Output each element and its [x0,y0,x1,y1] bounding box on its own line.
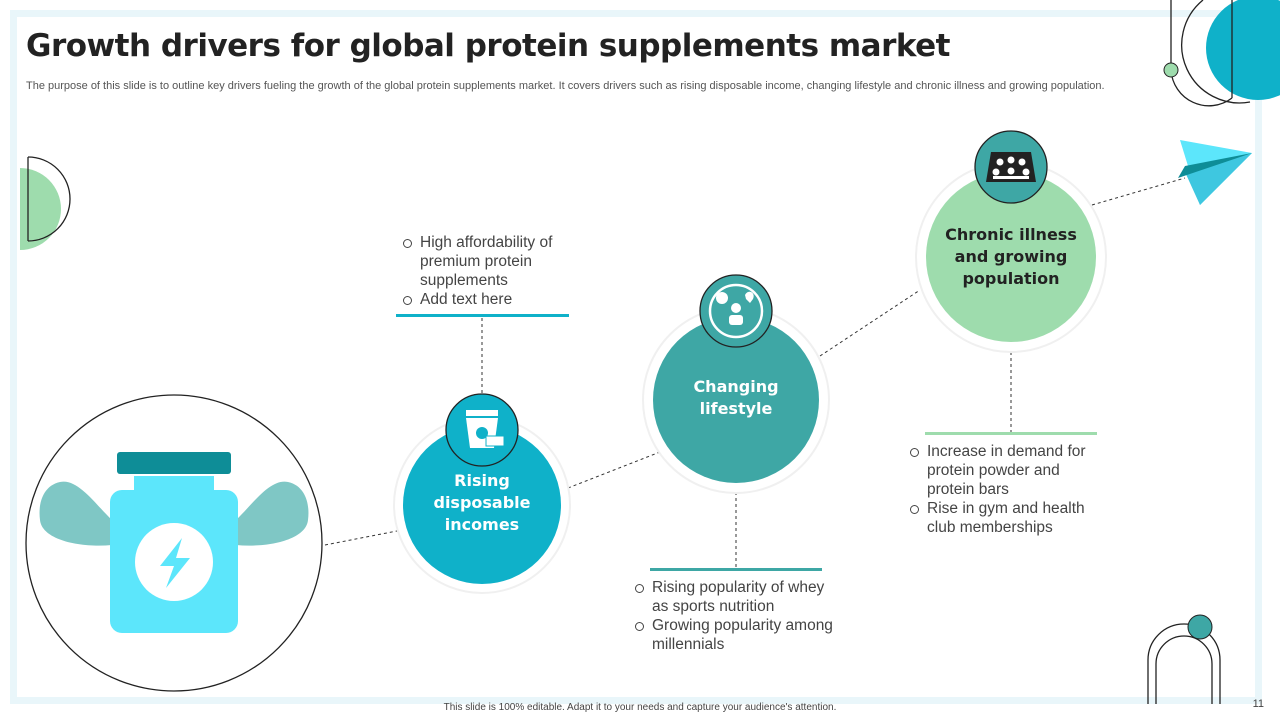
list-item: Add text here [402,290,572,309]
driver-circle-1-shape [393,416,571,594]
driver-circle-3-shape [915,161,1107,353]
protein-jar-illustration [25,394,323,692]
top-right-small-dot [1163,62,1179,78]
slide-footer: This slide is 100% editable. Adapt it to… [443,702,837,713]
driver-label-3: Chronic illness and growing population [945,225,1077,288]
paper-plane-icon [1178,140,1252,205]
list-item: Growing popularity among millennials [634,616,844,654]
driver-2-bullets: Rising popularity of whey as sports nutr… [634,578,844,654]
page-subtitle: The purpose of this slide is to outline … [26,80,1105,92]
left-deco-mint [20,168,61,250]
top-right-deco-circle [1206,0,1280,100]
healthy-lifestyle-icon [699,274,773,348]
page-number: 11 [1252,698,1264,710]
list-item: Rising popularity of whey as sports nutr… [634,578,844,616]
bar-driver-3 [925,432,1097,435]
bar-driver-1 [396,314,569,317]
list-item: Increase in demand for protein powder an… [909,442,1109,499]
page-title: Growth drivers for global protein supple… [26,28,950,64]
bottom-right-arch-outer [1147,623,1221,704]
bottom-right-arch-inner [1155,635,1213,704]
left-deco-outline [27,156,71,242]
top-right-deco-arc [1181,0,1251,104]
driver-1-bullets: High affordability of premium protein su… [402,233,572,309]
driver-3-bullets: Increase in demand for protein powder an… [909,442,1109,537]
driver-label-2: Changing lifestyle [693,377,779,418]
dashed-connectors [324,177,1186,568]
money-cup-icon [445,393,519,467]
bottom-right-dot [1187,614,1213,640]
driver-label-1: Rising disposable incomes [433,471,531,534]
bar-driver-2 [650,568,822,571]
population-icon [974,130,1048,204]
list-item: Rise in gym and health club memberships [909,499,1109,537]
driver-circle-2-shape [642,306,830,494]
list-item: High affordability of premium protein su… [402,233,572,290]
